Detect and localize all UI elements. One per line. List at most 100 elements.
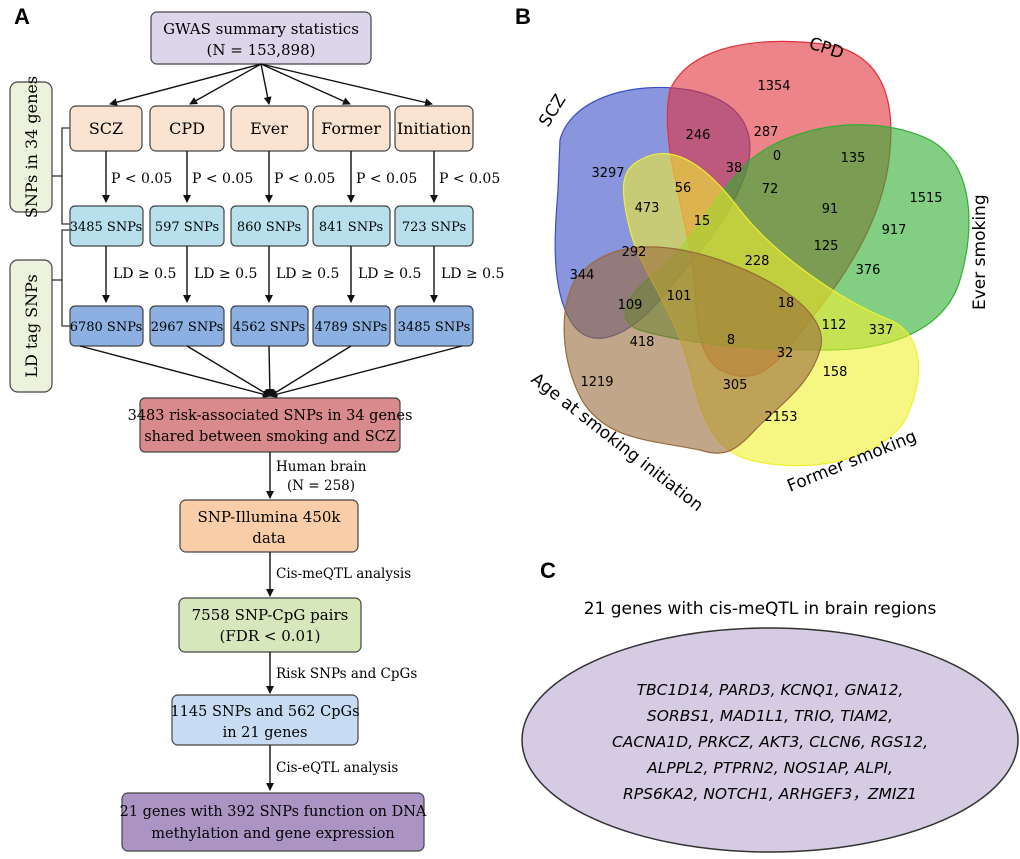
panel-b-label: B bbox=[515, 4, 531, 29]
venn-count: 158 bbox=[823, 365, 848, 380]
venn-count: 72 bbox=[762, 182, 779, 197]
p-label-2: P < 0.05 bbox=[192, 171, 253, 187]
p-label-1: P < 0.05 bbox=[111, 171, 172, 187]
gene-line-1: TBC1D14, PARD3, KCNQ1, GNA12, bbox=[637, 681, 904, 699]
venn-count: 8 bbox=[727, 333, 735, 348]
ld-snp-count-initiation: 3485 SNPs bbox=[398, 320, 471, 335]
final-box bbox=[121, 792, 425, 852]
venn-count: 91 bbox=[822, 202, 839, 217]
venn-count: 3297 bbox=[591, 166, 624, 181]
ld-labels: LD ≥ 0.5 LD ≥ 0.5 LD ≥ 0.5 LD ≥ 0.5 LD ≥… bbox=[113, 266, 504, 282]
meqtl-label: Cis-meQTL analysis bbox=[276, 566, 411, 582]
side-snps-label: SNPs in 34 genes bbox=[22, 76, 41, 218]
venn-count: 1219 bbox=[580, 375, 613, 390]
venn-count: 38 bbox=[726, 161, 743, 176]
venn-count: 1354 bbox=[757, 79, 790, 94]
venn-count: 292 bbox=[622, 245, 647, 260]
venn-count: 376 bbox=[856, 263, 881, 278]
risk-box-line1: 3483 risk-associated SNPs in 34 genes bbox=[128, 408, 413, 424]
p-arrows bbox=[102, 151, 438, 203]
cpg-line1: 1145 SNPs and 562 CpGs bbox=[170, 704, 359, 720]
trait-scz: SCZ bbox=[89, 119, 123, 138]
snp-count-ever: 860 SNPs bbox=[237, 220, 301, 235]
venn-count: 287 bbox=[754, 125, 779, 140]
ld-snp-box-1 bbox=[69, 305, 144, 347]
ld-label-3: LD ≥ 0.5 bbox=[276, 266, 339, 282]
eqtl-label: Cis-eQTL analysis bbox=[276, 760, 398, 776]
panel-c-title: 21 genes with cis-meQTL in brain regions bbox=[584, 599, 937, 619]
gwas-box-line1: GWAS summary statistics bbox=[163, 20, 359, 38]
p-labels: P < 0.05 P < 0.05 P < 0.05 P < 0.05 P < … bbox=[111, 171, 500, 187]
ld-snp-count-cpd: 2967 SNPs bbox=[151, 320, 224, 335]
pairs-line2: (FDR < 0.01) bbox=[220, 627, 321, 645]
converge-arrows bbox=[79, 345, 463, 399]
gene-line-5: RPS6KA2, NOTCH1, ARHGEF3，ZMIZ1 bbox=[623, 785, 917, 803]
ld-snp-row: 6780 SNPs 2967 SNPs 4562 SNPs 4789 SNPs … bbox=[69, 305, 474, 347]
ld-snp-count-former: 4789 SNPs bbox=[315, 320, 388, 335]
venn-counts: 1354 3297 246 287 0 135 1515 38 56 72 47… bbox=[570, 79, 943, 425]
venn-count: 0 bbox=[773, 149, 781, 164]
ld-label-4: LD ≥ 0.5 bbox=[358, 266, 421, 282]
gene-line-4: ALPPL2, PTPRN2, NOS1AP, ALPI, bbox=[646, 759, 893, 777]
illumina-line2: data bbox=[252, 529, 286, 547]
venn-count: 125 bbox=[814, 239, 839, 254]
trait-initiation: Initiation bbox=[397, 119, 471, 138]
side-ld-label: LD tag SNPs bbox=[22, 274, 41, 377]
ld-label-1: LD ≥ 0.5 bbox=[113, 266, 176, 282]
venn-count: 135 bbox=[841, 151, 866, 166]
venn-count: 56 bbox=[675, 181, 692, 196]
cpg-box bbox=[171, 694, 359, 746]
venn-set-initiation bbox=[563, 246, 823, 454]
snp-count-scz: 3485 SNPs bbox=[70, 220, 143, 235]
venn-count: 246 bbox=[686, 128, 711, 143]
venn-count: 112 bbox=[822, 318, 847, 333]
venn-count: 32 bbox=[777, 346, 794, 361]
venn-count: 15 bbox=[694, 214, 711, 229]
snp-row: 3485 SNPs 597 SNPs 860 SNPs 841 SNPs 723… bbox=[69, 205, 474, 247]
illumina-box bbox=[179, 499, 359, 553]
illumina-line1: SNP-Illumina 450k bbox=[197, 508, 341, 526]
top-arrows bbox=[109, 63, 433, 107]
gene-line-3: CACNA1D, PRKCZ, AKT3, CLCN6, RGS12, bbox=[612, 733, 928, 751]
venn-count: 228 bbox=[745, 254, 770, 269]
trait-cpd: CPD bbox=[169, 119, 205, 138]
panel-a-label: A bbox=[14, 4, 30, 29]
side-ld-box bbox=[9, 259, 53, 393]
final-line1: 21 genes with 392 SNPs function on DNA bbox=[120, 804, 427, 820]
panel-a: A GWAS summary statistics (N = 153,898) … bbox=[9, 4, 504, 852]
p-label-3: P < 0.05 bbox=[274, 171, 335, 187]
venn-count: 305 bbox=[723, 378, 748, 393]
set-label-ever: Ever smoking bbox=[970, 194, 990, 310]
risk-label: Risk SNPs and CpGs bbox=[276, 666, 417, 682]
venn-count: 18 bbox=[778, 296, 795, 311]
final-line2: methylation and gene expression bbox=[151, 826, 395, 842]
pairs-line1: 7558 SNP-CpG pairs bbox=[192, 606, 349, 624]
ld-arrows bbox=[102, 246, 438, 303]
brackets bbox=[52, 127, 70, 327]
panel-c-label: C bbox=[540, 558, 556, 583]
venn-count: 1515 bbox=[909, 191, 942, 206]
venn-count: 101 bbox=[667, 289, 692, 304]
ld-label-2: LD ≥ 0.5 bbox=[194, 266, 257, 282]
set-label-scz: SCZ bbox=[535, 91, 570, 131]
gene-ellipse bbox=[521, 627, 1019, 853]
venn-count: 2153 bbox=[764, 410, 797, 425]
venn-count: 344 bbox=[570, 268, 595, 283]
snp-count-former: 841 SNPs bbox=[319, 220, 383, 235]
p-label-5: P < 0.05 bbox=[439, 171, 500, 187]
panel-c: C 21 genes with cis-meQTL in brain regio… bbox=[521, 558, 1019, 853]
cpg-line2: in 21 genes bbox=[223, 725, 308, 741]
ld-snp-box-4 bbox=[312, 305, 391, 347]
gwas-box-line2: (N = 153,898) bbox=[207, 41, 316, 59]
venn-count: 473 bbox=[635, 201, 660, 216]
venn-count: 337 bbox=[869, 323, 894, 338]
venn-count: 109 bbox=[618, 298, 643, 313]
venn-count: 418 bbox=[630, 335, 655, 350]
ld-snp-count-ever: 4562 SNPs bbox=[233, 320, 306, 335]
p-label-4: P < 0.05 bbox=[356, 171, 417, 187]
snp-count-initiation: 723 SNPs bbox=[402, 220, 466, 235]
risk-box-line2: shared between smoking and SCZ bbox=[144, 429, 396, 445]
snp-count-cpd: 597 SNPs bbox=[155, 220, 219, 235]
venn-count: 917 bbox=[882, 223, 907, 238]
